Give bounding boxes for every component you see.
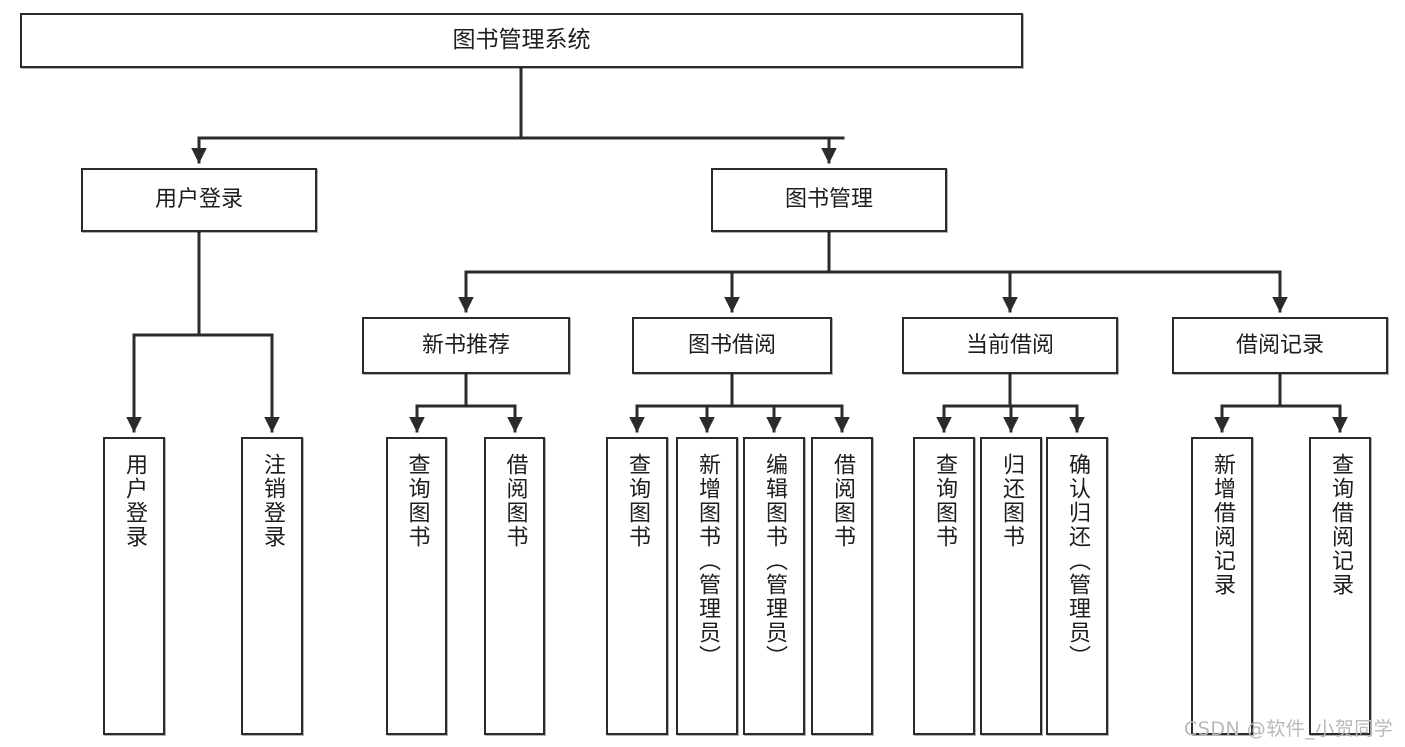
node-book-borrow[interactable]: 图书借阅 [632,317,832,374]
node-leaf-user-login[interactable]: 用户登录 [103,437,165,735]
node-leaf-query-book-3-label: 查询图书 [932,453,957,549]
node-current-borrow[interactable]: 当前借阅 [902,317,1118,374]
node-leaf-confirm-return-label: 确认归还（管理员） [1065,453,1090,669]
node-leaf-user-logout[interactable]: 注销登录 [241,437,303,735]
node-leaf-user-logout-label: 注销登录 [260,453,285,549]
node-book-borrow-label: 图书借阅 [687,332,776,358]
node-borrow-record-label: 借阅记录 [1235,332,1324,358]
node-leaf-borrow-book-2-label: 借阅图书 [830,453,855,549]
node-leaf-query-record-label: 查询借阅记录 [1328,453,1353,597]
node-borrow-record[interactable]: 借阅记录 [1172,317,1388,374]
node-leaf-edit-book[interactable]: 编辑图书（管理员） [743,437,805,735]
node-leaf-query-book-2-label: 查询图书 [625,453,650,549]
node-leaf-query-book-1-label: 查询图书 [404,453,430,549]
node-book-manage-label: 图书管理 [784,187,873,213]
watermark: CSDN @软件_小贺同学 [1184,718,1394,740]
node-leaf-add-book[interactable]: 新增图书（管理员） [676,437,738,735]
node-leaf-edit-book-label: 编辑图书（管理员） [762,453,787,669]
node-leaf-query-record[interactable]: 查询借阅记录 [1309,437,1371,735]
node-current-borrow-label: 当前借阅 [965,332,1054,358]
node-leaf-confirm-return[interactable]: 确认归还（管理员） [1046,437,1108,735]
node-leaf-add-record-label: 新增借阅记录 [1210,453,1235,597]
node-leaf-borrow-book-2[interactable]: 借阅图书 [811,437,873,735]
node-leaf-query-book-2[interactable]: 查询图书 [606,437,668,735]
node-leaf-return-book-label: 归还图书 [999,453,1024,549]
node-leaf-query-book-1[interactable]: 查询图书 [386,437,447,735]
node-leaf-borrow-book-1[interactable]: 借阅图书 [484,437,545,735]
node-leaf-query-book-3[interactable]: 查询图书 [913,437,975,735]
node-user-login-label: 用户登录 [154,187,243,213]
node-new-book-recommend[interactable]: 新书推荐 [362,317,570,374]
node-leaf-user-login-label: 用户登录 [122,453,147,549]
node-leaf-borrow-book-1-label: 借阅图书 [502,453,528,549]
node-root-label: 图书管理系统 [452,26,591,53]
node-new-book-recommend-label: 新书推荐 [421,332,510,358]
node-leaf-return-book[interactable]: 归还图书 [980,437,1042,735]
node-root[interactable]: 图书管理系统 [20,13,1023,68]
node-leaf-add-record[interactable]: 新增借阅记录 [1191,437,1253,735]
node-book-manage[interactable]: 图书管理 [711,168,947,232]
node-user-login[interactable]: 用户登录 [81,168,317,232]
node-leaf-add-book-label: 新增图书（管理员） [695,453,720,669]
